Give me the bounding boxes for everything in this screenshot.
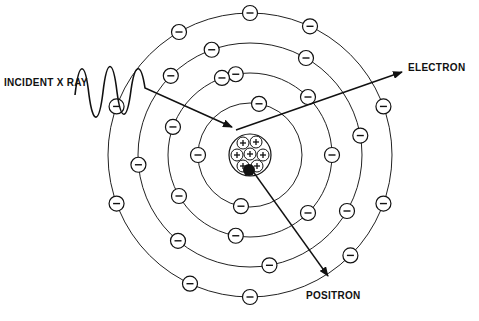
- electron: [376, 196, 391, 211]
- electron: [171, 189, 186, 204]
- electron: [131, 157, 146, 172]
- proton: [257, 149, 269, 161]
- orbit-ring: [108, 13, 392, 297]
- proton: [244, 148, 256, 160]
- electron: [343, 248, 358, 263]
- orbit-ring: [168, 73, 332, 237]
- electron: [191, 148, 206, 163]
- positron-track: [252, 170, 328, 276]
- proton: [250, 136, 262, 148]
- electron: [171, 233, 186, 248]
- electron: [325, 148, 340, 163]
- nucleus: [229, 134, 271, 176]
- electron: [109, 196, 124, 211]
- electron-track: [236, 72, 402, 130]
- electron: [204, 42, 219, 57]
- pair-particle: [243, 164, 255, 176]
- proton: [231, 149, 243, 161]
- electron: [376, 99, 391, 114]
- electron: [228, 67, 243, 82]
- incident-ray-label: INCIDENT X RAY: [4, 77, 88, 88]
- electron: [182, 276, 197, 291]
- electron: [172, 25, 187, 40]
- orbit-ring: [138, 43, 362, 267]
- electron: [163, 68, 178, 83]
- electron: [299, 51, 314, 66]
- electron: [300, 205, 315, 220]
- electron-label: ELECTRON: [408, 62, 465, 73]
- electron: [262, 258, 277, 273]
- positron-label: POSITRON: [306, 290, 361, 301]
- electron: [214, 70, 229, 85]
- electron: [233, 199, 248, 214]
- electron: [303, 19, 318, 34]
- electron: [228, 228, 243, 243]
- electron: [300, 90, 315, 105]
- electron: [252, 96, 267, 111]
- proton: [237, 137, 249, 149]
- electron: [243, 6, 258, 21]
- electron: [165, 119, 180, 134]
- electron: [243, 290, 258, 305]
- electron: [353, 128, 368, 143]
- x-ray-wave: [75, 67, 232, 128]
- electron: [339, 204, 354, 219]
